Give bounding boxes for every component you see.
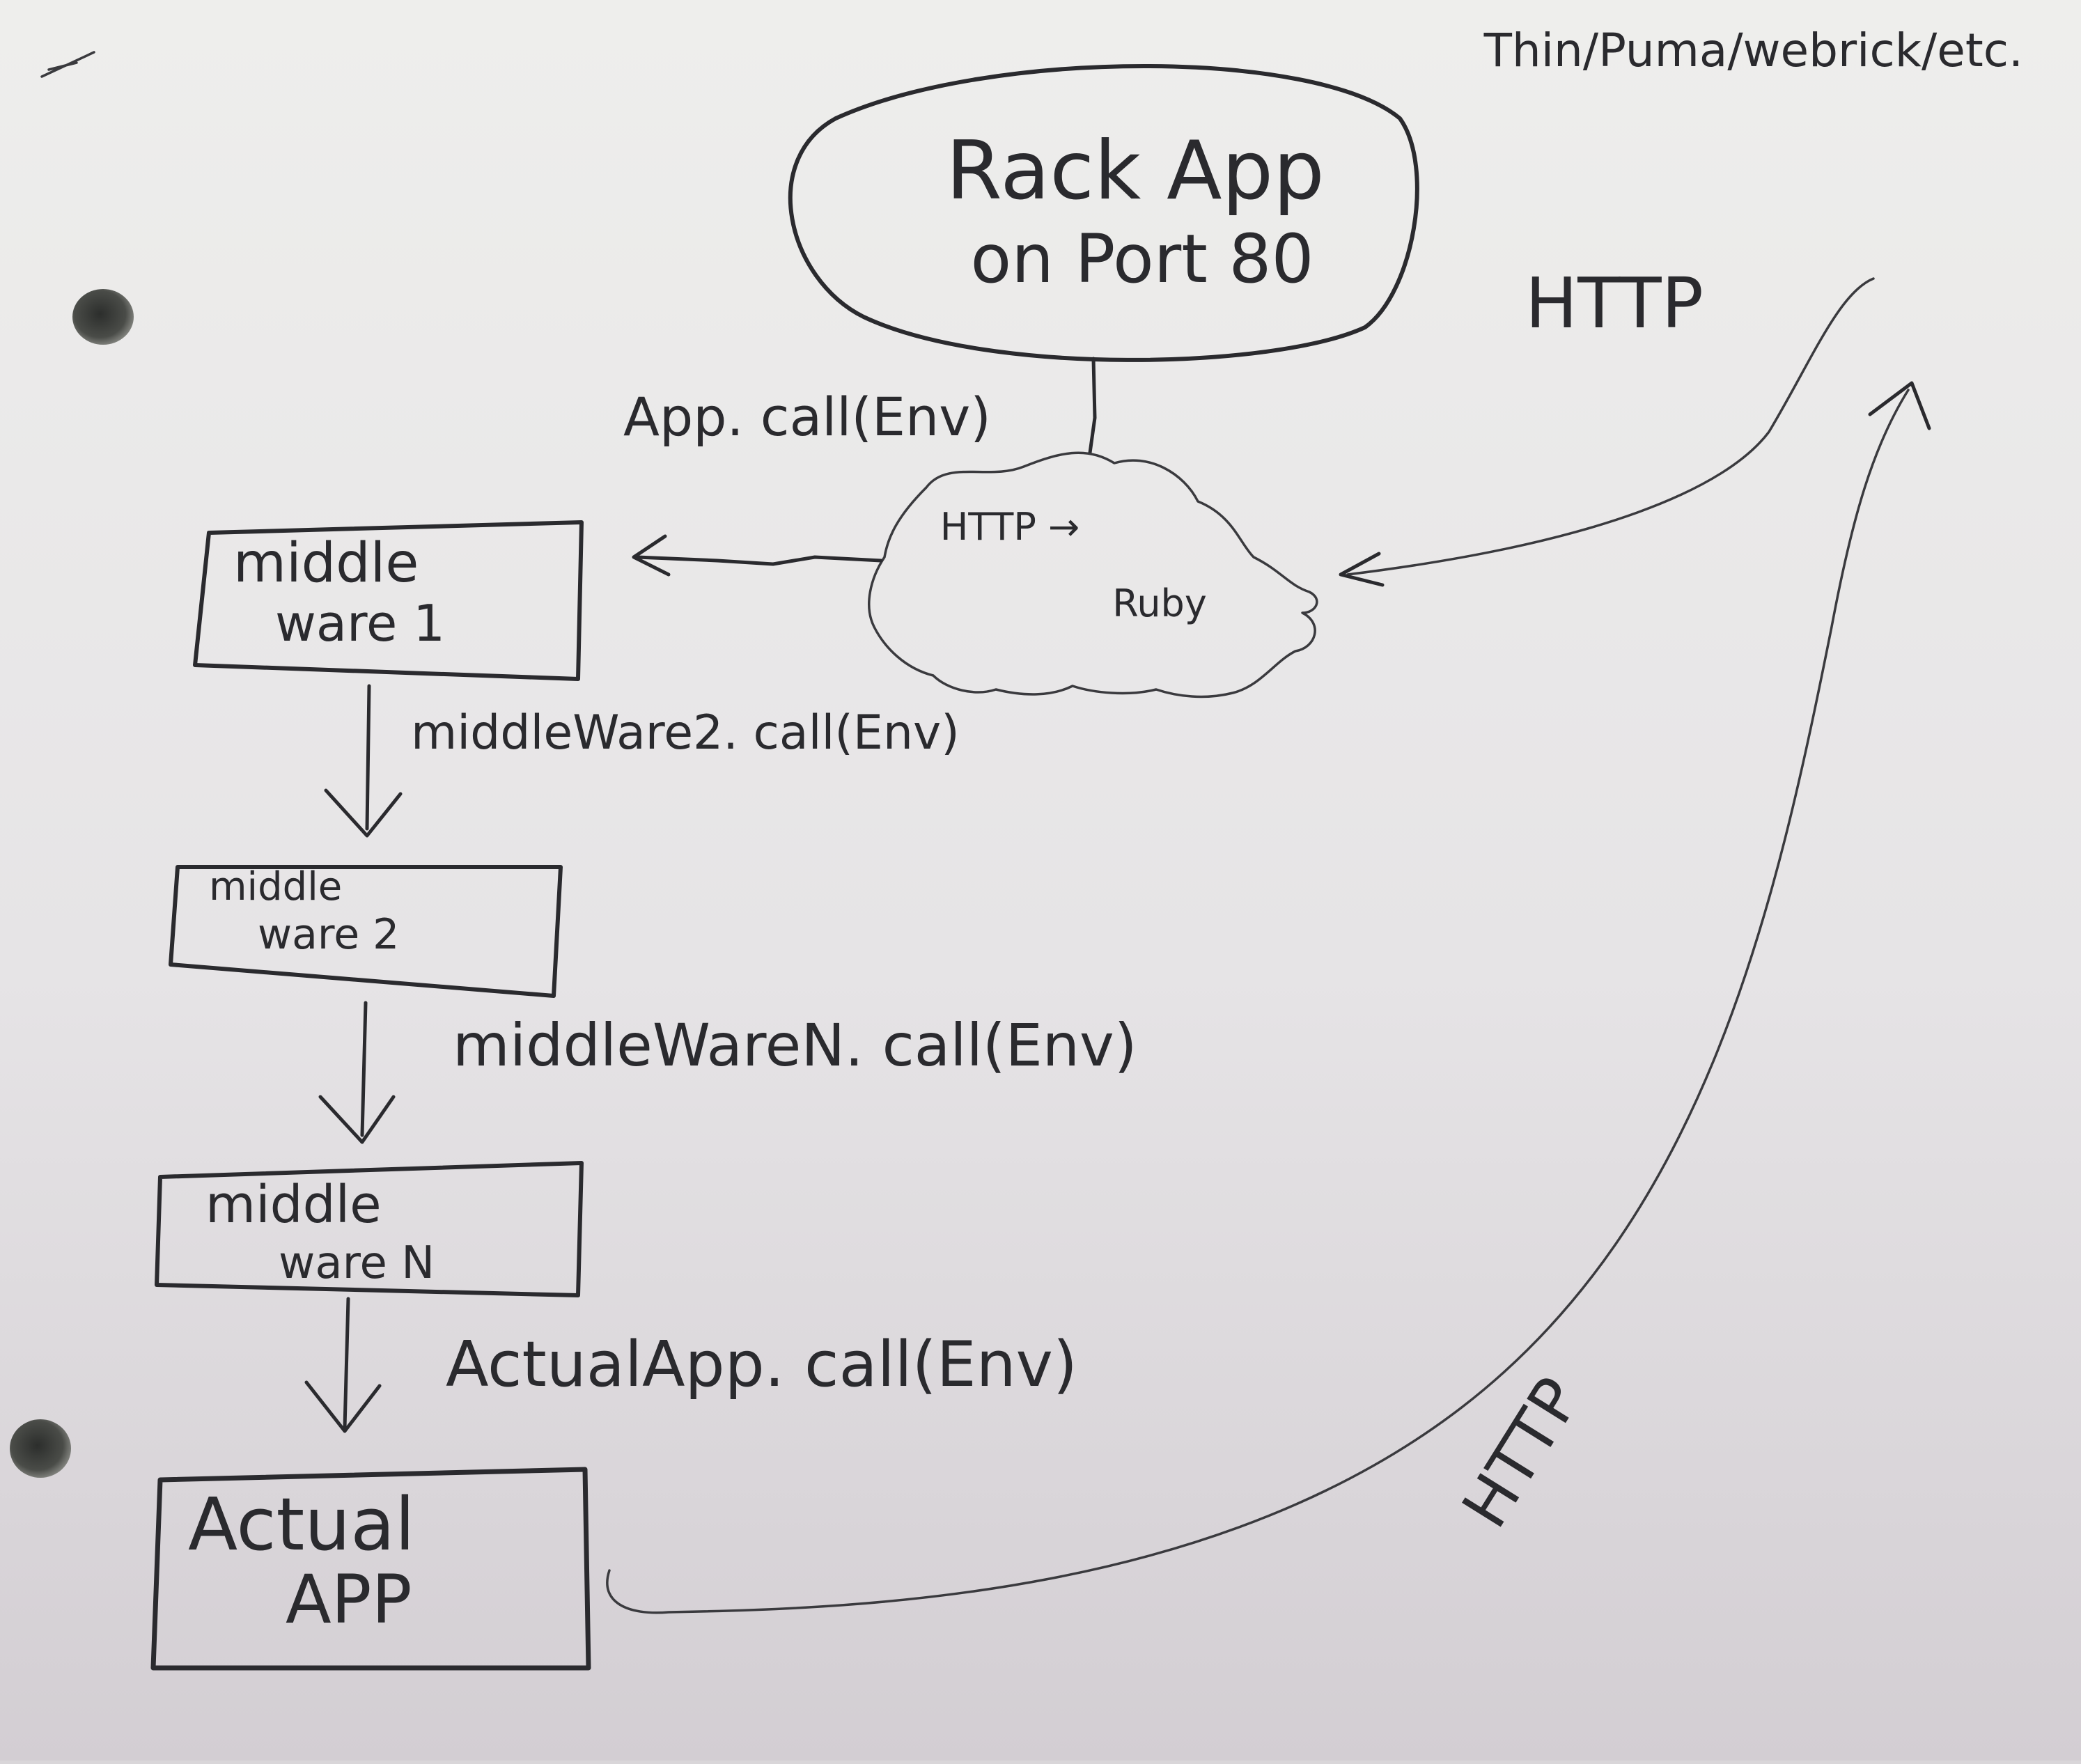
middleware1-box [193, 520, 584, 681]
cloud-to-middleware1-arrow [635, 555, 883, 566]
oval-to-cloud-line [1088, 357, 1097, 455]
stray-mark [40, 51, 95, 78]
middlewareN-line2: ware N [279, 1238, 435, 1289]
app-call-label: App. call(Env) [623, 386, 991, 448]
http-ruby-cloud [868, 451, 1318, 698]
http-inbound-arrowhead [1339, 552, 1385, 587]
middleware1-line2: ware 1 [275, 594, 445, 653]
rack-app-oval [788, 64, 1419, 362]
middleware1-line1: middle [233, 532, 419, 595]
server-note: Thin/Puma/webrick/etc. [1483, 24, 2023, 77]
http-inbound-curve [1346, 277, 1875, 576]
middleware2-call-label: middleWare2. call(Env) [411, 705, 960, 760]
http-outbound-curve [606, 389, 1910, 1614]
http-inbound-label: HTTP [1525, 263, 1704, 344]
cloud-to-middleware1-arrowhead [632, 534, 671, 577]
rack-app-title: Rack App [946, 124, 1325, 218]
middlewareN-line1: middle [205, 1175, 382, 1235]
cloud-http-text: HTTP → [940, 505, 1080, 549]
punch-hole-bottom [10, 1419, 71, 1478]
arrow-mw1-to-mw2-head [324, 788, 403, 838]
actual-app-call-label: ActualApp. call(Env) [446, 1328, 1077, 1401]
punch-hole-top [72, 289, 134, 345]
rack-app-port: on Port 80 [970, 220, 1314, 298]
arrow-mwN-to-app [343, 1297, 350, 1430]
actual-app-box [150, 1467, 591, 1671]
arrow-mw2-to-mwN [360, 1001, 368, 1137]
arrow-mw1-to-mw2 [365, 684, 371, 831]
middleware2-line2: ware 2 [258, 910, 399, 959]
middlewareN-call-label: middleWareN. call(Env) [453, 1011, 1137, 1079]
middleware2-line1: middle [209, 864, 342, 910]
cloud-ruby-text: Ruby [1112, 582, 1207, 625]
middlewareN-box [155, 1161, 584, 1297]
actual-app-line1: Actual [188, 1482, 415, 1567]
arrow-mwN-to-app-head [304, 1380, 382, 1433]
http-outbound-arrowhead [1868, 381, 1931, 430]
middleware2-box [169, 865, 563, 998]
arrow-mw2-to-mwN-head [318, 1095, 396, 1144]
actual-app-line2: APP [286, 1561, 412, 1639]
